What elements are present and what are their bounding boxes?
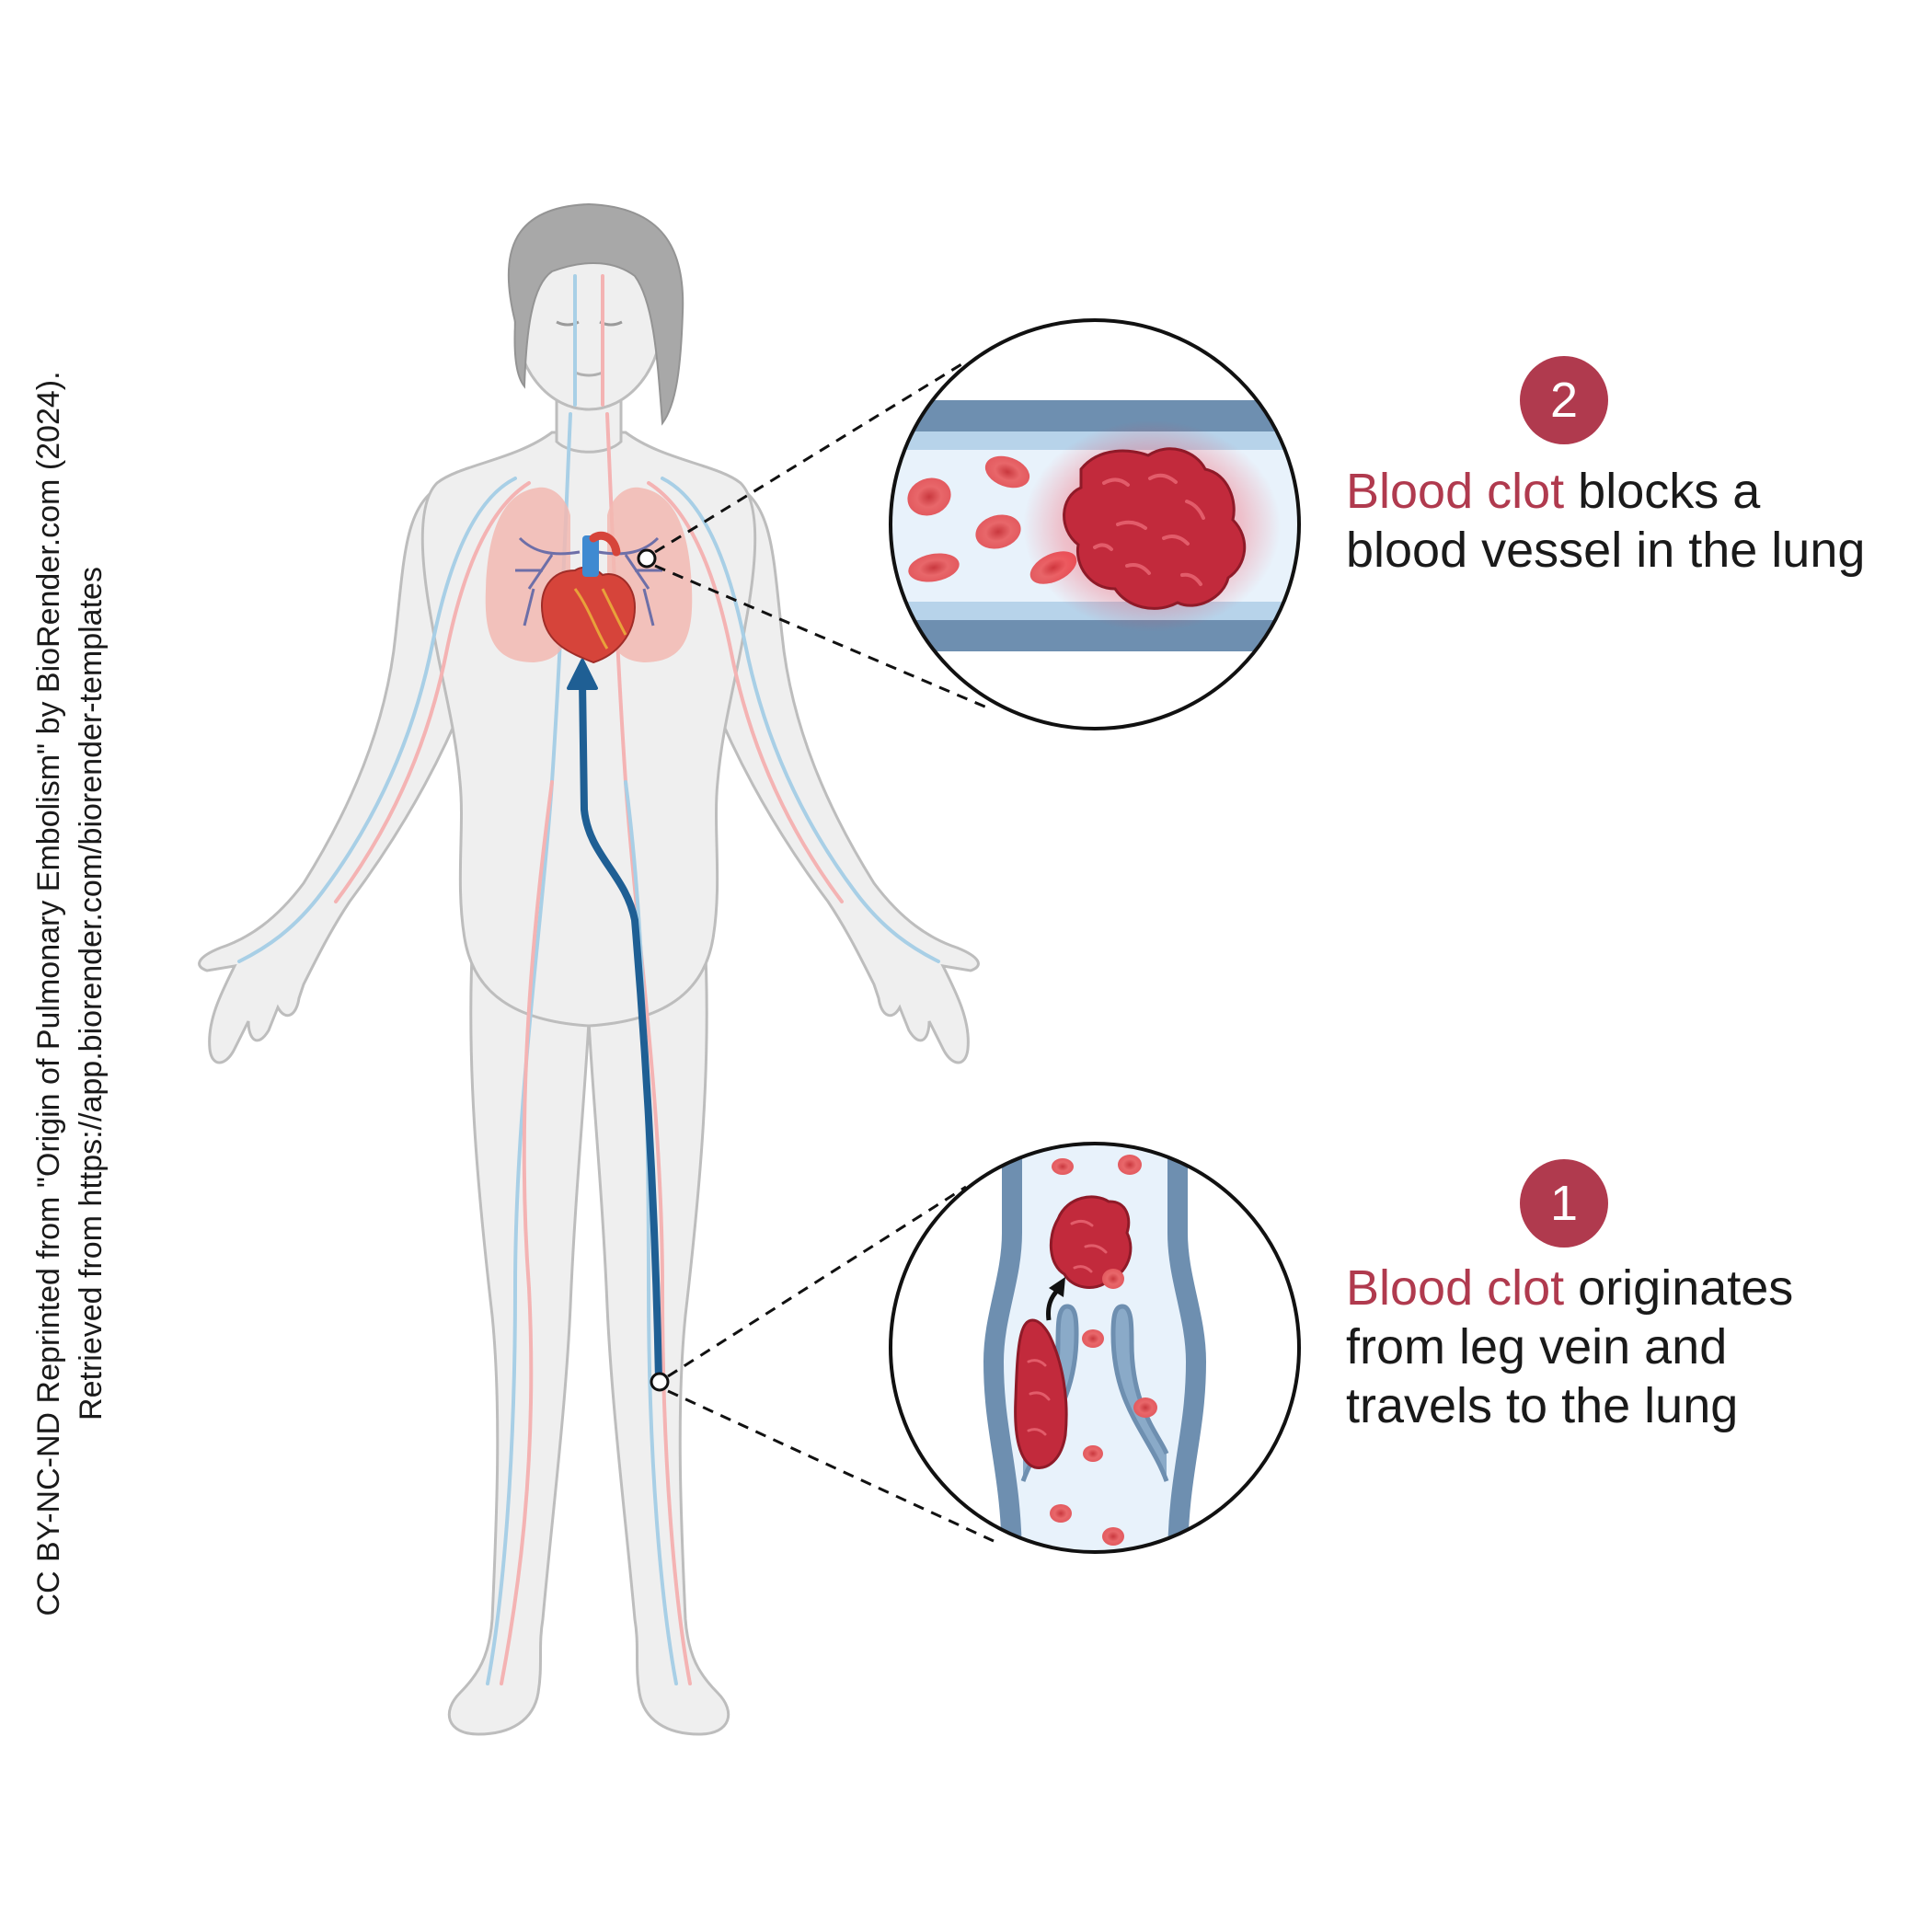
right-arm: [679, 481, 980, 1064]
attribution-line-1: CC BY-NC-ND Reprinted from "Origin of Pu…: [31, 371, 66, 1616]
leg-location-marker: [650, 1372, 670, 1392]
magnifier-circle-icon: [889, 318, 1301, 730]
step-2-text-line-1: blocks a: [1564, 464, 1761, 519]
human-body: [198, 202, 980, 1736]
step-2-highlight: Blood clot: [1346, 464, 1565, 519]
left-leg: [447, 916, 591, 1736]
step-1-text-line-3: travels to the lung: [1346, 1378, 1739, 1433]
heart-icon: [541, 531, 637, 664]
mouth: [574, 371, 604, 377]
lung-location-marker: [637, 548, 657, 569]
vessel-network: [237, 274, 940, 1685]
callout-lines: [654, 360, 995, 1543]
clot-path: [567, 659, 662, 1384]
step-1-caption: Blood clot originates from leg vein and …: [1346, 1259, 1916, 1435]
leg-clot: [1014, 1195, 1133, 1469]
step-1-highlight: Blood clot: [1346, 1260, 1565, 1316]
step-1-text-line-2: from leg vein and: [1346, 1319, 1728, 1374]
attribution: CC BY-NC-ND Reprinted from "Origin of Pu…: [28, 258, 156, 1730]
step-2-text-line-2: blood vessel in the lung: [1346, 523, 1866, 578]
arrow-up-icon: [567, 659, 598, 690]
attribution-line-2: Retrieved from https://app.biorender.com…: [74, 567, 109, 1420]
step-2-caption: Blood clot blocks a blood vessel in the …: [1346, 462, 1916, 580]
blood-clot-icon: [1023, 420, 1281, 632]
step-1-badge: 1: [1520, 1159, 1608, 1248]
hair: [507, 202, 684, 426]
step-2-badge: 2: [1520, 356, 1608, 444]
red-blood-cells: [1050, 1155, 1157, 1546]
left-arm: [198, 481, 499, 1064]
step-1-text-line-1: originates: [1564, 1260, 1794, 1316]
vein-valve-icon: [889, 1142, 1301, 1554]
